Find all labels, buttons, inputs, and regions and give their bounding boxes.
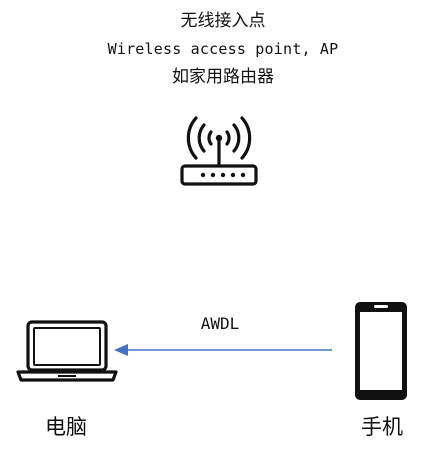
ap-subtitle: Wireless access point, AP (107, 40, 339, 58)
awdl-link-arrow (114, 344, 332, 356)
laptop-icon (16, 320, 118, 382)
phone-label: 手机 (361, 415, 403, 439)
smartphone-icon (355, 302, 407, 400)
computer-label: 电脑 (45, 415, 87, 439)
awdl-label: AWDL (200, 314, 240, 333)
wifi-router-icon (180, 116, 258, 186)
ap-note: 如家用路由器 (172, 67, 274, 87)
ap-title: 无线接入点 (180, 11, 266, 31)
